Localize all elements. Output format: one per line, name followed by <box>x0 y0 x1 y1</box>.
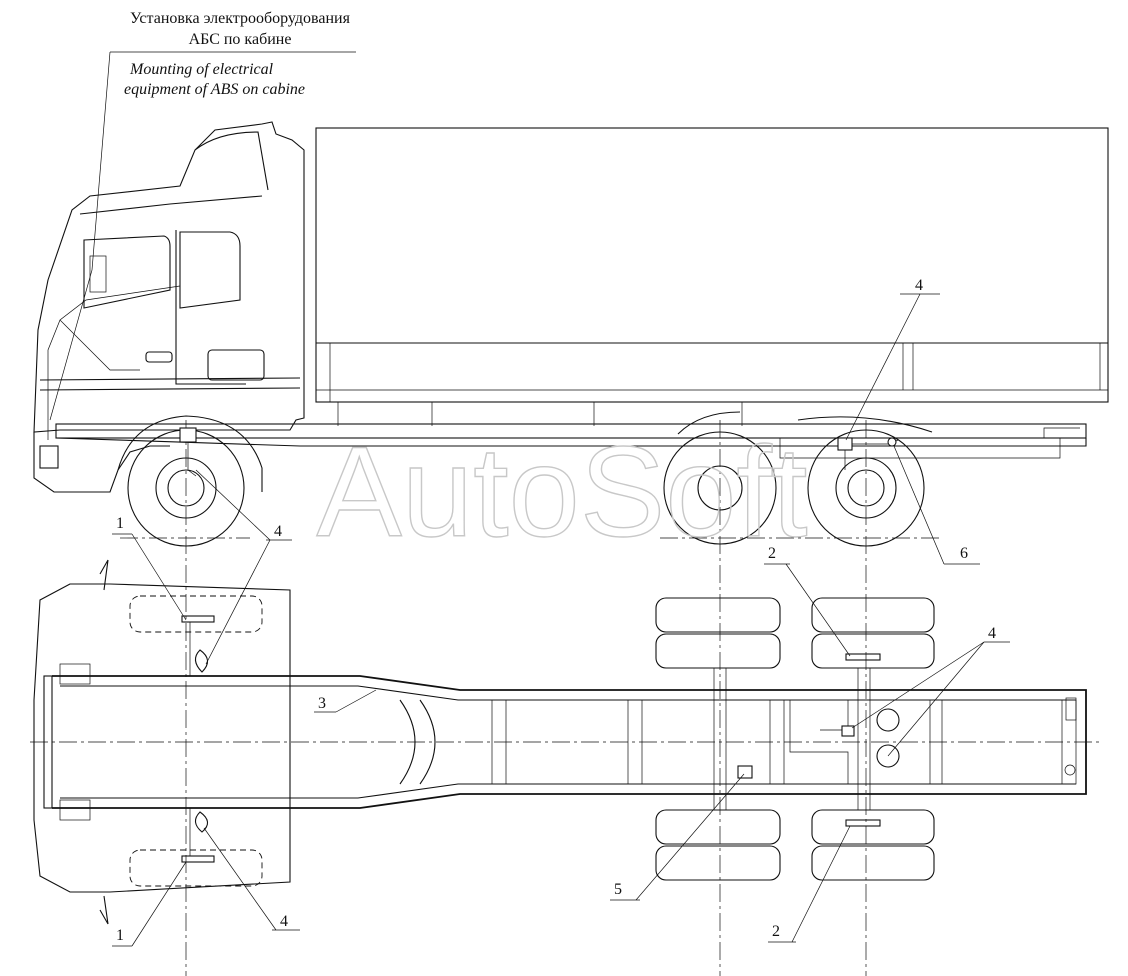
cab-door-window <box>179 231 241 309</box>
crossmember-5 <box>929 699 943 785</box>
cab-step-vent <box>207 349 265 381</box>
callout-4-top-leader <box>845 293 921 441</box>
callout-6: 6 <box>960 545 968 562</box>
abs-rotor-rear-left <box>845 653 881 661</box>
cargo-body <box>315 127 1109 403</box>
cab-door <box>175 230 246 385</box>
title-en-line1: Mounting of electrical <box>129 61 274 78</box>
cab-belt-line <box>39 377 301 381</box>
front-tire-top-left <box>129 595 263 633</box>
watermark: AutoSoft <box>317 421 808 564</box>
callout-5-leader <box>635 773 745 901</box>
rear-axle-2 <box>857 667 871 811</box>
callout-6-leader <box>893 445 945 565</box>
crossmember-3 <box>627 699 643 785</box>
rear-tire-2-inner-right <box>811 809 935 845</box>
brake-chamber-right <box>876 744 900 768</box>
callout-1-top: 1 <box>116 515 124 532</box>
callout-2-top-leader <box>785 563 851 657</box>
abs-front-sensor-cable <box>187 442 197 477</box>
truck-side-view <box>33 121 1109 976</box>
title-en-line2: equipment of ABS on cabine <box>124 81 305 98</box>
abs-valve-rear-side <box>837 437 853 451</box>
callout-2-top: 2 <box>768 545 776 562</box>
rear-fender <box>677 411 933 435</box>
cab-spoiler <box>194 131 269 191</box>
callouts: 4 1 4 2 6 2 4 3 5 <box>112 277 1010 947</box>
rear-tire-1-inner-right <box>655 809 781 845</box>
cab-corner-right <box>59 799 91 821</box>
rear-tire-2-outer-right <box>811 845 935 881</box>
abs-rotor-rear-right <box>845 819 881 827</box>
title-block: Установка электрооборудования АБС по каб… <box>49 10 356 421</box>
abs-rotor-front-right <box>181 855 215 863</box>
chassis-frame-lower <box>55 437 1087 447</box>
callout-4-lefttop: 4 <box>274 523 282 540</box>
frame-rails-inner <box>60 685 1076 799</box>
callout-4-right-leader-a <box>851 641 985 729</box>
rear-frame-insert <box>779 438 1061 459</box>
callout-4-bottom: 4 <box>280 913 288 930</box>
rear-tire-2-outer-left <box>811 597 935 633</box>
crossmember-rear <box>1061 699 1077 785</box>
rear-abs-connector <box>1065 697 1077 721</box>
rear-tire-1-inner-left <box>655 633 781 669</box>
callout-4-bottom-leader <box>203 827 277 931</box>
callout-1-bottom: 1 <box>116 927 124 944</box>
rear-tire-1-outer-left <box>655 597 781 633</box>
callout-2-bottom-leader <box>791 825 851 943</box>
rear-wheel-2-center <box>847 469 885 507</box>
cab-windshield-side <box>83 235 171 309</box>
title-ru-line1: Установка электрооборудования <box>130 10 351 27</box>
callout-4-right-leader-b <box>887 641 985 757</box>
abs-modulator-front-left <box>194 649 209 673</box>
abs-modulator-front-right <box>194 811 209 833</box>
callout-4-lefttop-leader-a <box>195 469 271 541</box>
callout-1-top-leader <box>131 533 187 621</box>
front-tire-top-right <box>129 849 263 887</box>
abs-cab-harness <box>47 285 181 440</box>
front-wheel-arch <box>117 415 263 492</box>
abs-valve-rear-top <box>841 725 855 737</box>
front-wheel-center <box>167 469 205 507</box>
abs-connector-rear <box>887 437 897 447</box>
callout-3-leader <box>335 689 377 713</box>
cab-corner-left <box>59 663 91 685</box>
rear-tire-1-outer-right <box>655 845 781 881</box>
cab-roof-line <box>79 195 263 215</box>
crossmember-4 <box>769 699 785 785</box>
callout-2-bottom: 2 <box>772 923 780 940</box>
abs-valve-axle-5 <box>737 765 753 779</box>
callout-1-bottom-leader <box>131 861 187 947</box>
side-mirror <box>89 255 107 293</box>
cab-top-outline <box>33 583 291 893</box>
chassis-frame-side <box>55 423 1087 439</box>
front-bumper <box>33 432 170 493</box>
brake-chamber-left <box>876 708 900 732</box>
mirror-top-right <box>99 895 109 925</box>
abs-valve-front-side <box>179 427 197 443</box>
callout-5: 5 <box>614 881 622 898</box>
crossmember-2 <box>491 699 507 785</box>
callout-4-right: 4 <box>988 625 996 642</box>
title-leader-line <box>49 51 111 421</box>
rear-crossmember <box>1043 427 1080 438</box>
abs-cab-harness-branch <box>59 319 140 371</box>
cab-belt-line-2 <box>39 387 301 391</box>
rear-axle-1 <box>713 667 727 811</box>
cab-outline <box>33 121 305 433</box>
door-handle <box>145 351 173 363</box>
chassis-top-view <box>30 559 1100 925</box>
title-ru-line2: АБС по кабине <box>189 31 292 48</box>
rear-frame-hole <box>1064 764 1076 776</box>
headlamp <box>39 445 59 469</box>
callout-4-top: 4 <box>915 277 923 294</box>
callout-4-lefttop-leader-b <box>205 539 271 665</box>
mirror-top-left <box>99 559 109 591</box>
crossmember-1 <box>399 699 436 785</box>
callout-3: 3 <box>318 695 326 712</box>
rear-tire-2-inner-left <box>811 633 935 669</box>
abs-rotor-front-left <box>181 615 215 623</box>
